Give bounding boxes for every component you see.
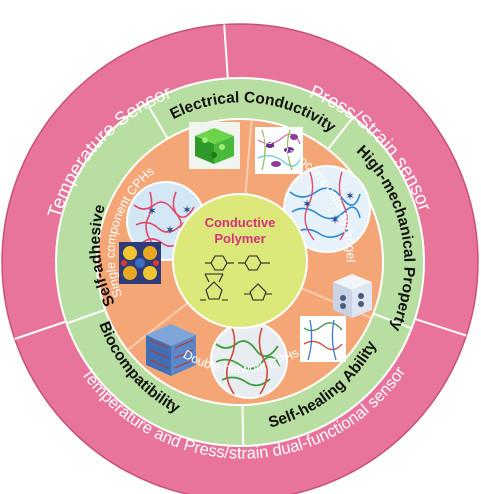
polyaniline-structure	[205, 255, 270, 271]
svg-text:✶: ✶	[165, 223, 175, 237]
svg-text:✶: ✶	[302, 197, 312, 211]
green-cube-image	[189, 122, 240, 169]
mesh-cube-image	[146, 324, 196, 376]
svg-text:✶: ✶	[345, 189, 355, 203]
pedot-structure	[200, 273, 228, 301]
conductive-polymer-hub: Conductive Polymer	[172, 193, 308, 329]
composite-network-bubble: ✶ ✶ ✶	[283, 165, 371, 253]
center-label-line1: Conductive	[205, 215, 276, 230]
center-label-line2: Polymer	[214, 231, 265, 246]
svg-text:✶: ✶	[147, 204, 157, 218]
polypyrrole-structure	[244, 283, 272, 301]
svg-text:✶: ✶	[330, 213, 340, 227]
nanocomposite-square-image	[255, 127, 303, 174]
svg-text:✶: ✶	[182, 203, 192, 217]
yellow-framework-image	[119, 242, 161, 284]
center-circle	[172, 193, 308, 329]
porous-cube-image	[333, 274, 372, 318]
self-healing-image	[300, 316, 346, 362]
illustrations: ✶ ✶ ✶	[119, 122, 372, 399]
